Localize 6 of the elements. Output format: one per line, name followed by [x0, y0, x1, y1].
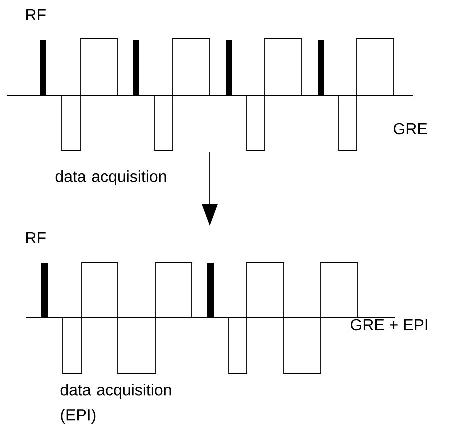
- axis-label: GRE: [394, 123, 428, 135]
- annotation-text: data acquisition: [56, 170, 166, 186]
- annotation-text: data acquisition (EPI): [60, 384, 172, 424]
- axis-label: RF: [26, 232, 46, 244]
- axis-label: GRE + EPI: [351, 319, 428, 331]
- axis-label: RF: [26, 10, 46, 20]
